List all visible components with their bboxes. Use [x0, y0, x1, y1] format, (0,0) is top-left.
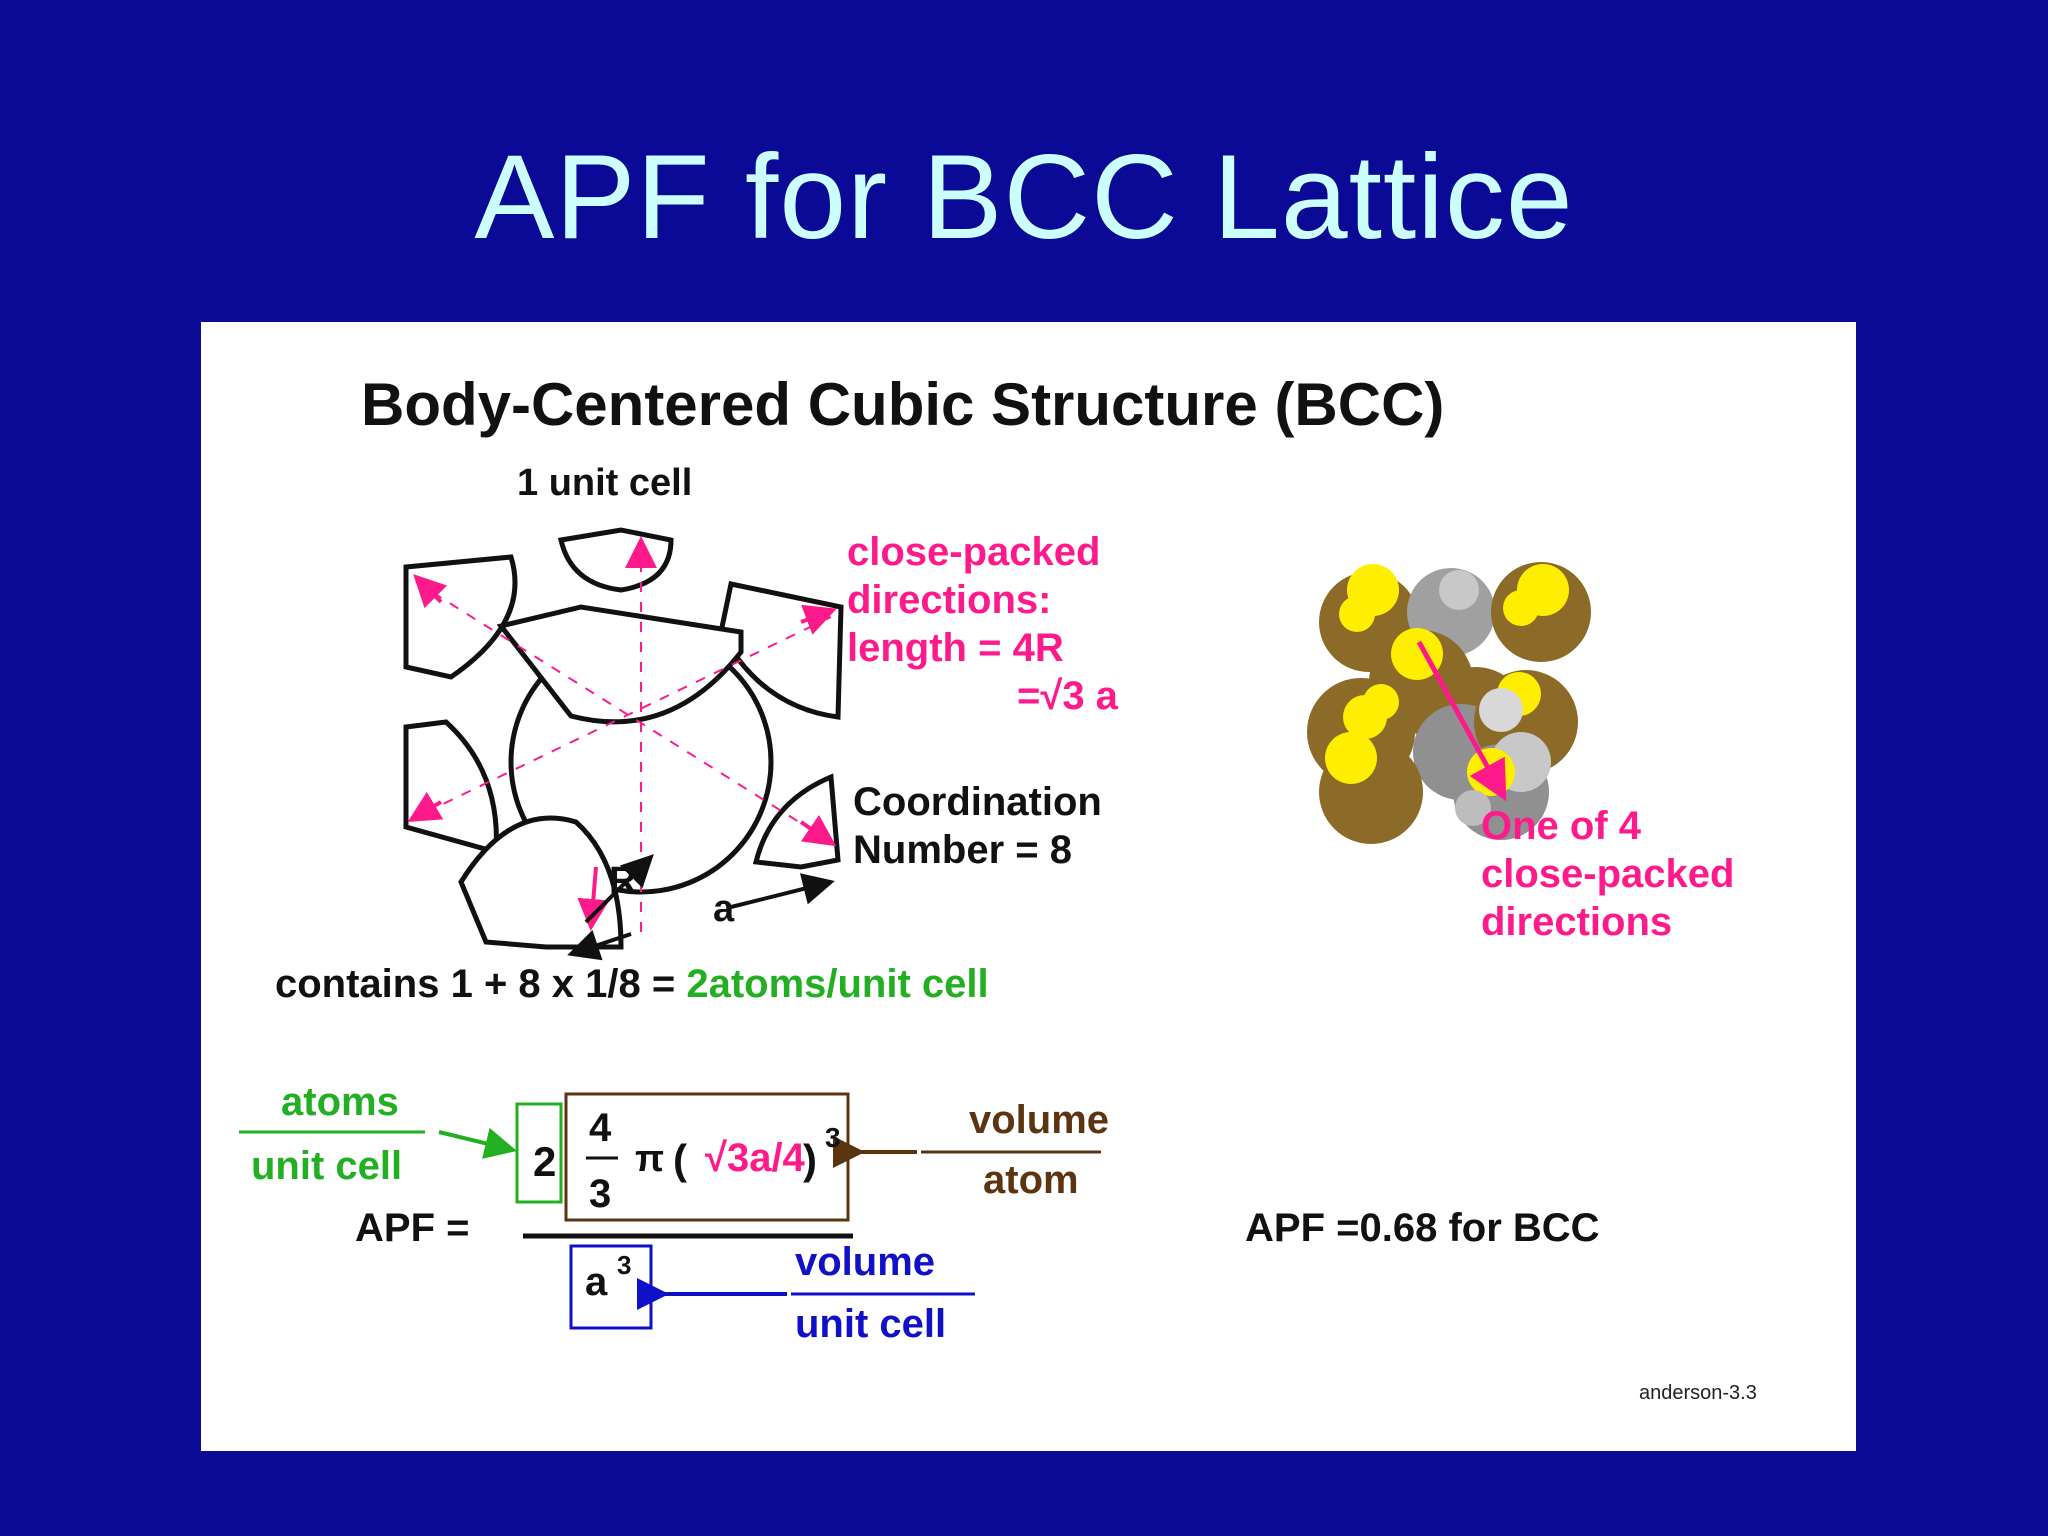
corner-atom-bottom-left	[403, 719, 499, 856]
paren-open: (	[673, 1136, 687, 1183]
cell-volume-box	[569, 1244, 653, 1330]
atoms-per-cell-numerator: atoms	[281, 1080, 399, 1124]
volume-per-cell-denominator: unit cell	[795, 1302, 947, 1346]
edge-label: a	[713, 888, 735, 930]
corner-atom-front-top	[496, 604, 744, 725]
cell-volume-base: a	[585, 1260, 608, 1304]
contains-prefix: contains 1 + 8 x 1/8 =	[275, 962, 687, 1006]
atoms-per-cell-denominator: unit cell	[251, 1144, 403, 1188]
close-packed-line-2: directions:	[847, 578, 1052, 622]
count-box	[515, 1102, 563, 1204]
bcc-figure-panel: Body-Centered Cubic Structure (BCC) 1 un…	[201, 322, 1856, 1451]
source-credit: anderson-3.3	[1639, 1382, 1757, 1404]
close-packed-line-4: =√3 a	[1017, 674, 1118, 718]
fraction-denominator: 3	[589, 1172, 612, 1216]
close-packed-line-1: close-packed	[847, 530, 1101, 574]
cube-exponent: 3	[825, 1122, 841, 1153]
close-packed-line-3: length = 4R	[847, 626, 1064, 670]
bcc-diagram-art	[239, 527, 1591, 1330]
fraction-numerator: 4	[589, 1106, 612, 1150]
one-of-four-line-2: close-packed	[1481, 852, 1735, 896]
apf-label: APF =	[355, 1206, 470, 1250]
slide-title: APF for BCC Lattice	[474, 130, 1574, 264]
one-of-four-line-3: directions	[1481, 900, 1673, 944]
pi-symbol: π	[635, 1138, 665, 1180]
cell-volume-exponent: 3	[617, 1250, 632, 1280]
volume-per-atom-denominator: atom	[983, 1158, 1079, 1202]
one-of-four-line-1: One of 4	[1481, 804, 1642, 848]
paren-close: )	[803, 1136, 817, 1183]
coordination-line-2: Number = 8	[853, 828, 1072, 872]
corner-atom-top-left	[403, 554, 518, 680]
volume-per-cell-numerator: volume	[795, 1240, 936, 1284]
coordination-line-1: Coordination	[853, 780, 1102, 824]
panel-title: Body-Centered Cubic Structure (BCC)	[361, 371, 1445, 438]
corner-atom-top-back	[557, 527, 674, 593]
unit-cell-label: 1 unit cell	[517, 462, 693, 504]
contains-highlight: 2atoms/unit cell	[686, 962, 989, 1006]
volume-per-atom-numerator: volume	[969, 1098, 1110, 1142]
radius-label: R	[609, 860, 637, 902]
contains-statement: contains 1 + 8 x 1/8 = 2atoms/unit cell	[275, 962, 989, 1007]
apf-result: APF =0.68 for BCC	[1245, 1206, 1600, 1250]
radius-expression: √3a/4	[705, 1136, 805, 1180]
packed-spheres-drawing	[1307, 562, 1591, 844]
atom-count: 2	[533, 1138, 557, 1185]
